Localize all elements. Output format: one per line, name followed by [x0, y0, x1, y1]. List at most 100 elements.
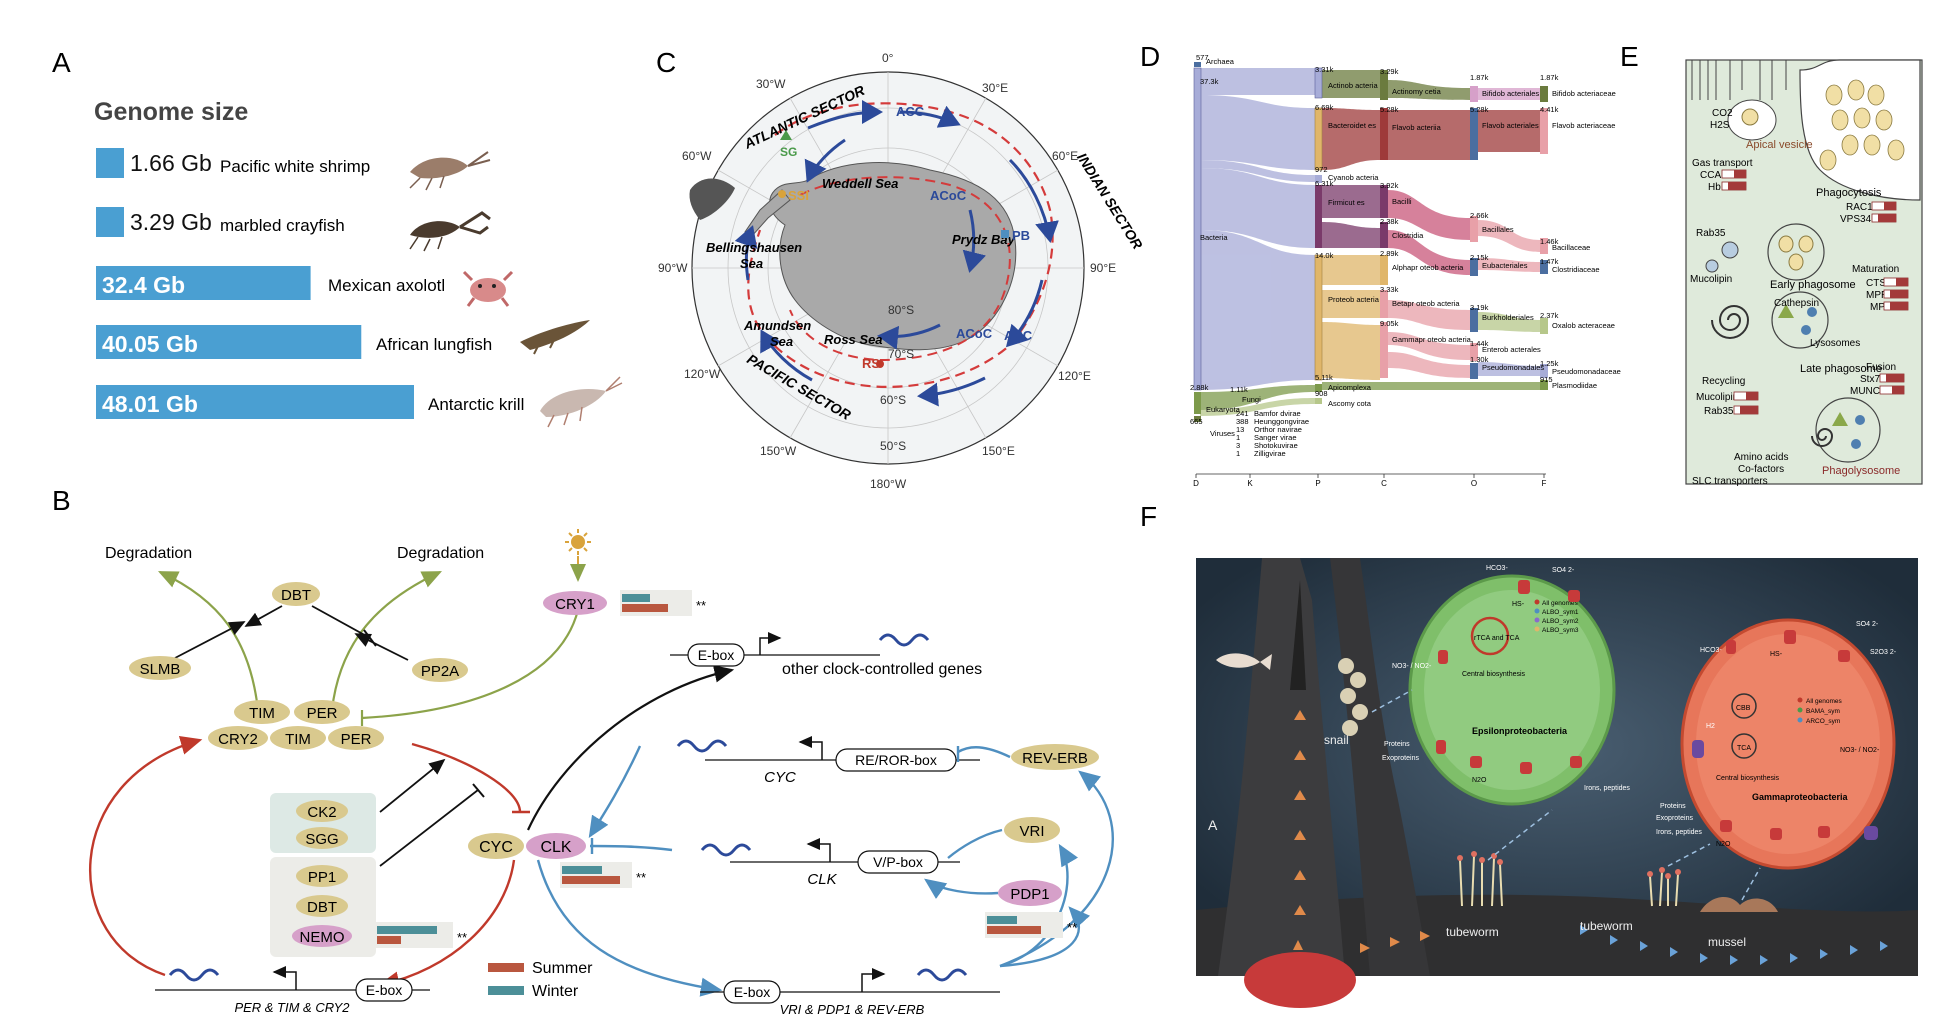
svg-text:ACC: ACC	[1004, 328, 1033, 343]
svg-text:SLC transporters: SLC transporters	[1692, 476, 1768, 487]
ebox-bottom-left	[355, 978, 413, 1002]
svg-text:Lysosomes: Lysosomes	[1810, 338, 1860, 349]
sankey-count: 2.88k	[1190, 383, 1209, 392]
svg-text:RE/ROR-box: RE/ROR-box	[855, 752, 937, 768]
svg-text:PDP1: PDP1	[1010, 886, 1049, 903]
panel-label-e: E	[1620, 41, 1639, 72]
panel-label-c: C	[656, 47, 676, 78]
sankey-node-label: Eubacteriales	[1482, 261, 1528, 270]
svg-text:30°E: 30°E	[982, 81, 1008, 95]
node-dbt: DBT	[272, 582, 320, 606]
svg-text:Mucolipin: Mucolipin	[1690, 274, 1732, 285]
svg-text:E-box: E-box	[366, 982, 403, 998]
svg-text:**: **	[457, 930, 467, 945]
svg-text:MPI: MPI	[1870, 302, 1888, 313]
svg-text:Cathepsin: Cathepsin	[1774, 298, 1819, 309]
genome-bar	[96, 207, 124, 237]
sankey-node-label: Flavob acteriaceae	[1552, 121, 1615, 130]
panel-c: C 0° 30°E 60°E	[656, 47, 1146, 491]
sankey-count: 4.41k	[1540, 105, 1559, 114]
ebox-bottom-right	[723, 980, 781, 1004]
svg-text:150°W: 150°W	[760, 444, 797, 458]
station-rs: RS	[862, 356, 884, 371]
sankey-virus-label: Shotokuvirae	[1254, 441, 1298, 450]
sankey-node-label: Fungi	[1242, 395, 1261, 404]
node-tim: TIM	[234, 700, 290, 724]
svg-text:PER: PER	[307, 705, 338, 722]
station-ssi: SSI	[778, 188, 809, 203]
svg-text:90°E: 90°E	[1090, 261, 1116, 275]
svg-text:Co-factors: Co-factors	[1738, 464, 1784, 475]
light-icon	[565, 529, 591, 555]
spiral-icon	[1711, 305, 1750, 339]
sankey-node-label: Actinob acteria	[1328, 81, 1378, 90]
degradation-right: Degradation	[397, 545, 484, 562]
shrimp-icon	[409, 151, 491, 191]
sankey-count: 388	[1236, 417, 1249, 426]
svg-text:A: A	[1208, 817, 1218, 833]
svg-text:HCO3-: HCO3-	[1486, 565, 1508, 572]
node-reverb: REV-ERB	[1011, 744, 1099, 770]
sankey-labels: 577Archaea37.3kBacteria2.88kEukaryota665…	[1190, 53, 1621, 458]
svg-text:**: **	[696, 598, 706, 613]
genome-species-label: African lungfish	[376, 335, 492, 354]
svg-text:CK2: CK2	[307, 804, 336, 821]
sankey-axis-label: D	[1193, 479, 1199, 488]
sankey-count: 1.25k	[1540, 359, 1559, 368]
svg-text:60°W: 60°W	[682, 149, 712, 163]
svg-text:Phagolysosome: Phagolysosome	[1822, 465, 1900, 477]
svg-text:Weddell Sea: Weddell Sea	[822, 176, 898, 191]
svg-text:REV-ERB: REV-ERB	[1022, 750, 1088, 767]
svg-text:Maturation: Maturation	[1852, 264, 1899, 275]
svg-text:Stx7: Stx7	[1860, 374, 1880, 385]
sankey-count: 3.92k	[1380, 181, 1399, 190]
svg-text:Exoproteins: Exoproteins	[1656, 815, 1693, 822]
per-tim-cry2-label: PER & TIM & CRY2	[234, 1000, 350, 1015]
sankey-axis-label: F	[1542, 479, 1547, 488]
sankey-count: 1.46k	[1540, 237, 1559, 246]
svg-text:N2O: N2O	[1716, 841, 1731, 848]
svg-text:30°W: 30°W	[756, 77, 786, 91]
svg-text:DBT: DBT	[307, 899, 337, 916]
sankey-count: 5.28k	[1380, 105, 1399, 114]
other-genes-label: other clock-controlled genes	[782, 661, 982, 678]
svg-text:ACC: ACC	[896, 104, 925, 119]
sankey-node-label: Archaea	[1206, 57, 1235, 66]
svg-text:Winter: Winter	[532, 983, 579, 1000]
map-longitude-labels: 0° 30°E 60°E 90°E 120°E 150°E 180°W 150°…	[658, 51, 1116, 491]
sankey-count: 915	[1540, 375, 1553, 384]
sankey-node-label: Bacteria	[1200, 233, 1228, 242]
epsilon-legend: All genomes ALBO_sym1 ALBO_sym2 ALBO_sym…	[1534, 599, 1579, 634]
sankey-count: 2.37k	[1540, 311, 1559, 320]
svg-text:HS-: HS-	[1770, 651, 1783, 658]
sankey-count: 1.30k	[1470, 355, 1489, 364]
genome-species-label: Mexican axolotl	[328, 276, 445, 295]
svg-text:Prydz Bay: Prydz Bay	[952, 232, 1016, 247]
sankey-count: 2.15k	[1470, 253, 1489, 262]
sankey-node-label: Bifidob acteriaceae	[1552, 89, 1616, 98]
svg-text:NO3- / NO2-: NO3- / NO2-	[1840, 747, 1880, 754]
svg-text:Late phagosome: Late phagosome	[1800, 363, 1882, 375]
svg-text:TIM: TIM	[249, 705, 275, 722]
tubeworm-icon-2	[1649, 871, 1679, 907]
cry1-expression-inset: **	[620, 590, 706, 616]
svg-text:0°: 0°	[882, 51, 894, 65]
sankey-count: 2.89k	[1380, 249, 1399, 258]
svg-text:N2O: N2O	[1472, 777, 1487, 784]
tubeworm-icon	[1459, 855, 1503, 907]
sankey-axis-label: C	[1381, 479, 1387, 488]
svg-text:MUNC18-1: MUNC18-1	[1850, 386, 1900, 397]
sankey-node-label: Bacillaceae	[1552, 243, 1590, 252]
svg-text:70°S: 70°S	[888, 347, 914, 361]
svg-text:RAC1: RAC1	[1846, 202, 1873, 213]
map-latitude-labels: 80°S 70°S 60°S 50°S	[880, 303, 914, 453]
svg-text:Hb: Hb	[1708, 182, 1721, 193]
svg-text:120°E: 120°E	[1058, 369, 1091, 383]
svg-text:DBT: DBT	[281, 587, 311, 604]
svg-text:ALBO_sym1: ALBO_sym1	[1542, 609, 1579, 616]
sankey-count: 1	[1236, 449, 1240, 458]
svg-text:150°E: 150°E	[982, 444, 1015, 458]
sankey-count: 1.87k	[1470, 73, 1489, 82]
